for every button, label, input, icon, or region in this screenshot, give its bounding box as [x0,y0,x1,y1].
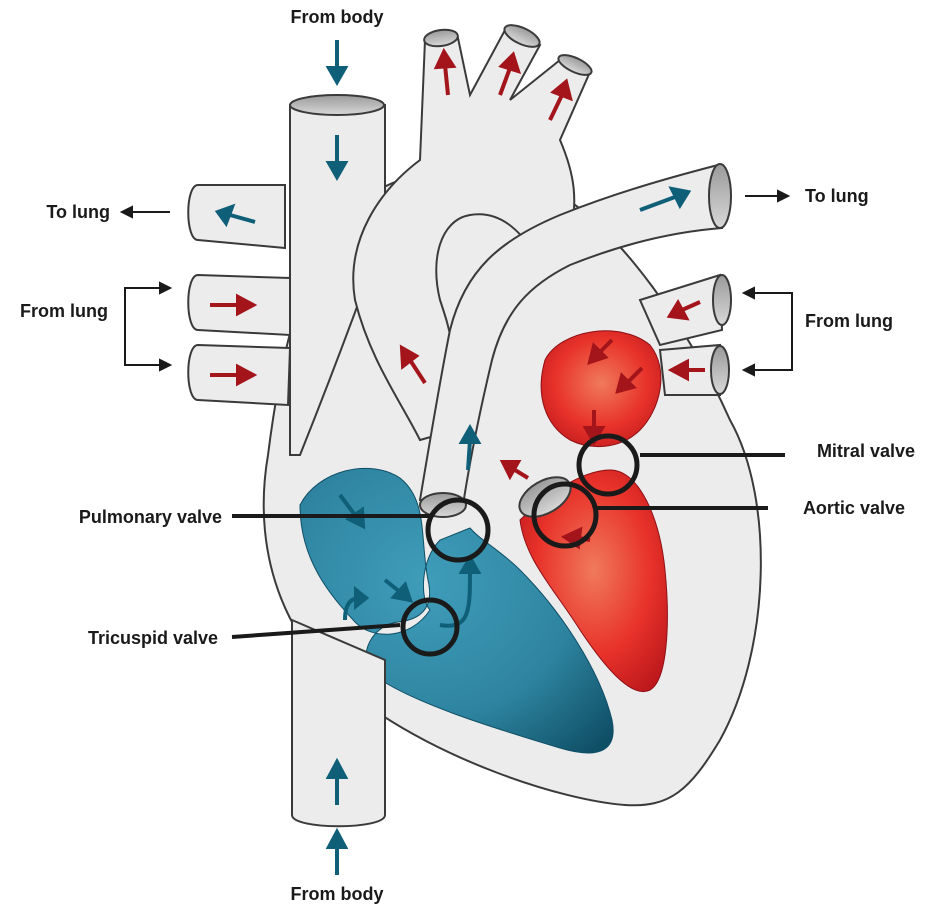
label-to-lung-right: To lung [805,186,869,206]
label-from-lung-right: From lung [805,311,893,331]
label-tricuspid-valve: Tricuspid valve [88,628,218,648]
label-mitral-valve: Mitral valve [817,441,915,461]
label-from-lung-left: From lung [20,301,108,321]
label-pulmonary-valve: Pulmonary valve [79,507,222,527]
label-from-body-bottom: From body [291,884,384,904]
label-to-lung-left: To lung [46,202,110,222]
label-aortic-valve: Aortic valve [803,498,905,518]
label-from-body-top: From body [291,7,384,27]
